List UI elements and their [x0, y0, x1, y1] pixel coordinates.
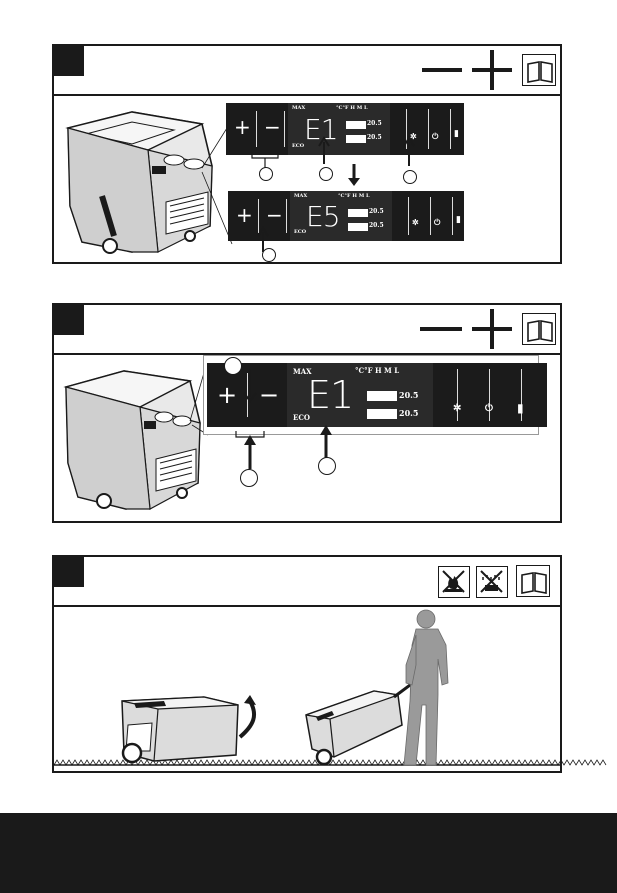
button-divider	[428, 109, 429, 149]
plus-key[interactable]: +	[234, 115, 251, 139]
step-number-badge	[54, 46, 84, 76]
power-icon[interactable]: ⏻	[434, 217, 441, 227]
key-divider	[284, 111, 285, 147]
callout-circle	[224, 357, 242, 375]
callout-circle	[403, 170, 417, 184]
zone-bar	[367, 391, 397, 401]
button-divider	[450, 109, 451, 149]
key-divider	[258, 199, 259, 233]
zone-bar	[348, 223, 368, 231]
usb-icon[interactable]: ▮	[456, 215, 461, 225]
plus-icon	[472, 309, 512, 349]
max-label: MAX	[292, 105, 306, 111]
temp-reading: 20.5	[369, 222, 384, 229]
minus-icon	[420, 327, 462, 331]
temp-reading: 20.5	[369, 208, 384, 215]
manual-book-icon	[522, 313, 556, 345]
temp-reading: 20.5	[367, 120, 382, 127]
callout-circle	[262, 248, 276, 262]
minus-key[interactable]: −	[259, 381, 280, 409]
key-divider	[256, 111, 257, 147]
button-divider	[489, 369, 490, 421]
usb-icon[interactable]: ▮	[454, 129, 459, 139]
manual-book-icon	[516, 565, 550, 597]
minus-key[interactable]: −	[264, 115, 281, 139]
callout-arrows	[251, 136, 415, 252]
step-header-1	[54, 46, 560, 96]
units-label: °C°F H M L	[355, 366, 400, 375]
plus-icon	[472, 50, 512, 90]
callout-arrows	[235, 369, 332, 469]
cool-box-illustration	[65, 111, 233, 254]
step-panel-1: + − MAX °C°F H M L E1 ECO 20.5 20.5 ✲ ⏻ …	[52, 44, 562, 264]
manual-book-icon	[522, 54, 556, 86]
no-rain-icon	[476, 566, 508, 598]
temp-reading: 20.5	[399, 408, 419, 418]
button-divider	[408, 197, 409, 235]
step-panel-2: + − MAX °C°F H M L E1 ECO 20.5 20.5 ✲ ⏻ …	[52, 303, 562, 523]
display-window	[290, 191, 392, 241]
temp-reading: 20.5	[399, 390, 419, 400]
power-icon[interactable]: ⏻	[485, 403, 493, 414]
max-label: MAX	[293, 367, 312, 376]
usb-icon[interactable]: ▮	[517, 401, 524, 415]
callout-circle	[240, 469, 258, 487]
button-divider	[406, 109, 407, 149]
units-label: °C°F H M L	[336, 105, 368, 111]
zone-bar	[346, 135, 366, 143]
button-divider	[430, 197, 431, 235]
control-panel-before: + − MAX °C°F H M L E1 ECO 20.5 20.5 ✲ ⏻ …	[226, 103, 464, 155]
eco-label: ECO	[292, 143, 305, 149]
eco-label: ECO	[293, 413, 311, 422]
minus-icon	[422, 68, 462, 72]
error-code-e5: E5	[306, 200, 341, 233]
transport-scene	[53, 609, 607, 766]
settings-gear-icon[interactable]: ✲	[410, 131, 417, 141]
plus-key[interactable]: +	[236, 203, 253, 227]
cool-box-illustration	[63, 358, 209, 510]
settings-gear-icon[interactable]: ✲	[453, 403, 462, 414]
callout-circle	[319, 167, 333, 181]
error-code-e1: E1	[307, 373, 354, 417]
display-window	[288, 103, 390, 155]
key-divider	[247, 373, 248, 417]
units-label: °C°F H M L	[338, 193, 370, 199]
step-panel-3	[52, 555, 607, 773]
minus-key[interactable]: −	[266, 203, 283, 227]
temp-reading: 20.5	[367, 134, 382, 141]
step-header-3	[54, 557, 560, 607]
key-divider	[286, 199, 287, 233]
plus-key[interactable]: +	[217, 381, 238, 409]
eco-label: ECO	[294, 229, 307, 235]
error-code-e1: E1	[304, 113, 339, 146]
display-window	[287, 363, 433, 427]
control-panel-after: + − MAX °C°F H M L E5 ECO 20.5 20.5 ✲ ⏻ …	[228, 191, 464, 241]
no-fire-icon	[438, 566, 470, 598]
step-header-2	[54, 305, 560, 355]
power-icon[interactable]: ⏻	[432, 131, 439, 141]
settings-gear-icon[interactable]: ✲	[412, 217, 419, 227]
step-number-badge	[54, 305, 84, 335]
step-number-badge	[54, 557, 84, 587]
button-divider	[452, 197, 453, 235]
max-label: MAX	[294, 193, 308, 199]
button-divider	[457, 369, 458, 421]
callout-circle	[318, 457, 336, 475]
button-divider	[521, 369, 522, 421]
zone-bar	[367, 409, 397, 419]
page-footer-band	[0, 813, 617, 893]
zone-bar	[348, 209, 368, 217]
callout-circle	[259, 167, 273, 181]
control-panel-zoom: + − MAX °C°F H M L E1 ECO 20.5 20.5 ✲ ⏻ …	[207, 363, 547, 427]
zone-bar	[346, 121, 366, 129]
